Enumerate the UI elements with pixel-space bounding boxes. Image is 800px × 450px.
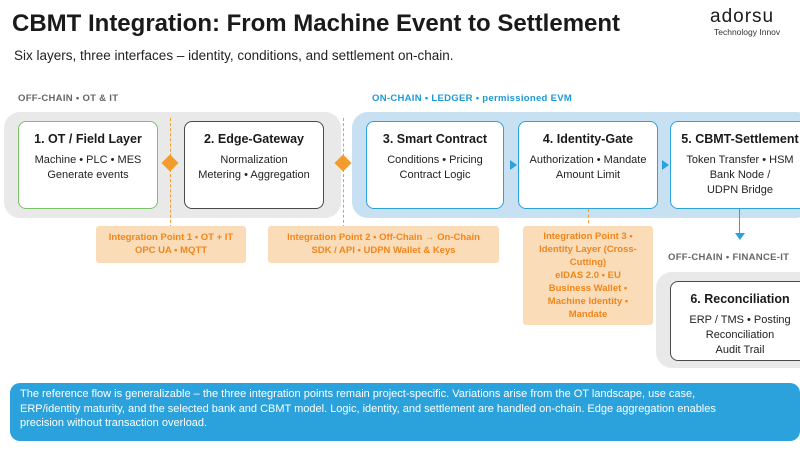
flow-arrow-icon (662, 160, 669, 170)
integration-point-line: Integration Point 3 • (543, 231, 633, 242)
layer-title: 4. Identity-Gate (542, 132, 634, 146)
layer-line: Conditions • Pricing (387, 154, 483, 166)
layer-line: ERP / TMS • Posting (689, 314, 791, 326)
integration-point-line: SDK / API • UDPN Wallet & Keys (311, 245, 456, 256)
integration-dashed-line (588, 209, 589, 229)
page-title: CBMT Integration: From Machine Event to … (12, 10, 621, 37)
integration-dashed-line (343, 118, 344, 228)
layer-card-cbmt-settlement: 5. CBMT-Settlement Token Transfer • HSM … (670, 121, 800, 209)
brand-logo: adorsu Technology Innov (710, 6, 800, 46)
layer-card-reconciliation: 6. Reconciliation ERP / TMS • Posting Re… (670, 281, 800, 361)
flow-connector-line (739, 209, 740, 235)
integration-point-line: Machine Identity • (547, 296, 629, 307)
footer-line: precision without transaction overload. (20, 417, 208, 429)
logo-wordmark: adorsu (710, 6, 775, 27)
section-label-onchain: ON-CHAIN • LEDGER • permissioned EVM (372, 93, 573, 104)
section-label-offchain: OFF-CHAIN • OT & IT (18, 93, 119, 104)
integration-point-line: Cutting) (569, 257, 607, 268)
integration-dashed-line (170, 118, 171, 228)
layer-line: Reconciliation (705, 329, 775, 341)
layer-line: Bank Node / (709, 169, 771, 181)
integration-point-line: Business Wallet • (548, 283, 628, 294)
footer-note: The reference flow is generalizable – th… (10, 383, 800, 441)
flow-arrow-icon (510, 160, 517, 170)
integration-point-1: Integration Point 1 • OT + IT OPC UA • M… (96, 226, 246, 263)
layer-card-smart-contract: 3. Smart Contract Conditions • Pricing C… (366, 121, 504, 209)
flow-arrow-down-icon (735, 233, 745, 240)
layer-card-ot-field: 1. OT / Field Layer Machine • PLC • MES … (18, 121, 158, 209)
integration-point-2: Integration Point 2 • Off-Chain → On-Cha… (268, 226, 499, 263)
layer-line: UDPN Bridge (706, 184, 774, 196)
layer-card-identity-gate: 4. Identity-Gate Authorization • Mandate… (518, 121, 658, 209)
integration-point-line: Mandate (568, 309, 608, 320)
layer-card-edge-gateway: 2. Edge-Gateway Normalization Metering •… (184, 121, 324, 209)
layer-line: Generate events (47, 169, 129, 181)
footer-line: ERP/identity maturity, and the selected … (20, 402, 716, 415)
layer-line: Contract Logic (399, 169, 471, 181)
section-label-finance: OFF-CHAIN • FINANCE-IT (668, 252, 790, 263)
layer-line: Amount Limit (555, 169, 621, 181)
layer-title: 6. Reconciliation (690, 292, 790, 306)
layer-title: 2. Edge-Gateway (203, 132, 305, 146)
integration-point-line: Integration Point 2 • Off-Chain → On-Cha… (287, 232, 480, 243)
integration-point-line: eIDAS 2.0 • EU (555, 270, 621, 281)
logo-tagline: Technology Innov (714, 27, 781, 37)
footer-line: The reference flow is generalizable – th… (20, 388, 696, 400)
layer-line: Audit Trail (715, 344, 765, 356)
integration-point-3: Integration Point 3 • Identity Layer (Cr… (523, 226, 653, 325)
layer-line: Normalization (220, 154, 288, 166)
layer-line: Token Transfer • HSM (686, 154, 794, 166)
page-subtitle: Six layers, three interfaces – identity,… (14, 48, 454, 63)
layer-title: 1. OT / Field Layer (34, 132, 142, 146)
integration-point-line: Integration Point 1 • OT + IT (108, 232, 234, 243)
layer-line: Metering • Aggregation (198, 169, 310, 181)
integration-point-line: Identity Layer (Cross- (539, 244, 637, 255)
layer-line: Authorization • Mandate (529, 154, 647, 166)
integration-point-line: OPC UA • MQTT (134, 245, 208, 256)
layer-title: 5. CBMT-Settlement (681, 132, 799, 146)
layer-line: Machine • PLC • MES (34, 154, 142, 166)
layer-title: 3. Smart Contract (382, 132, 488, 146)
